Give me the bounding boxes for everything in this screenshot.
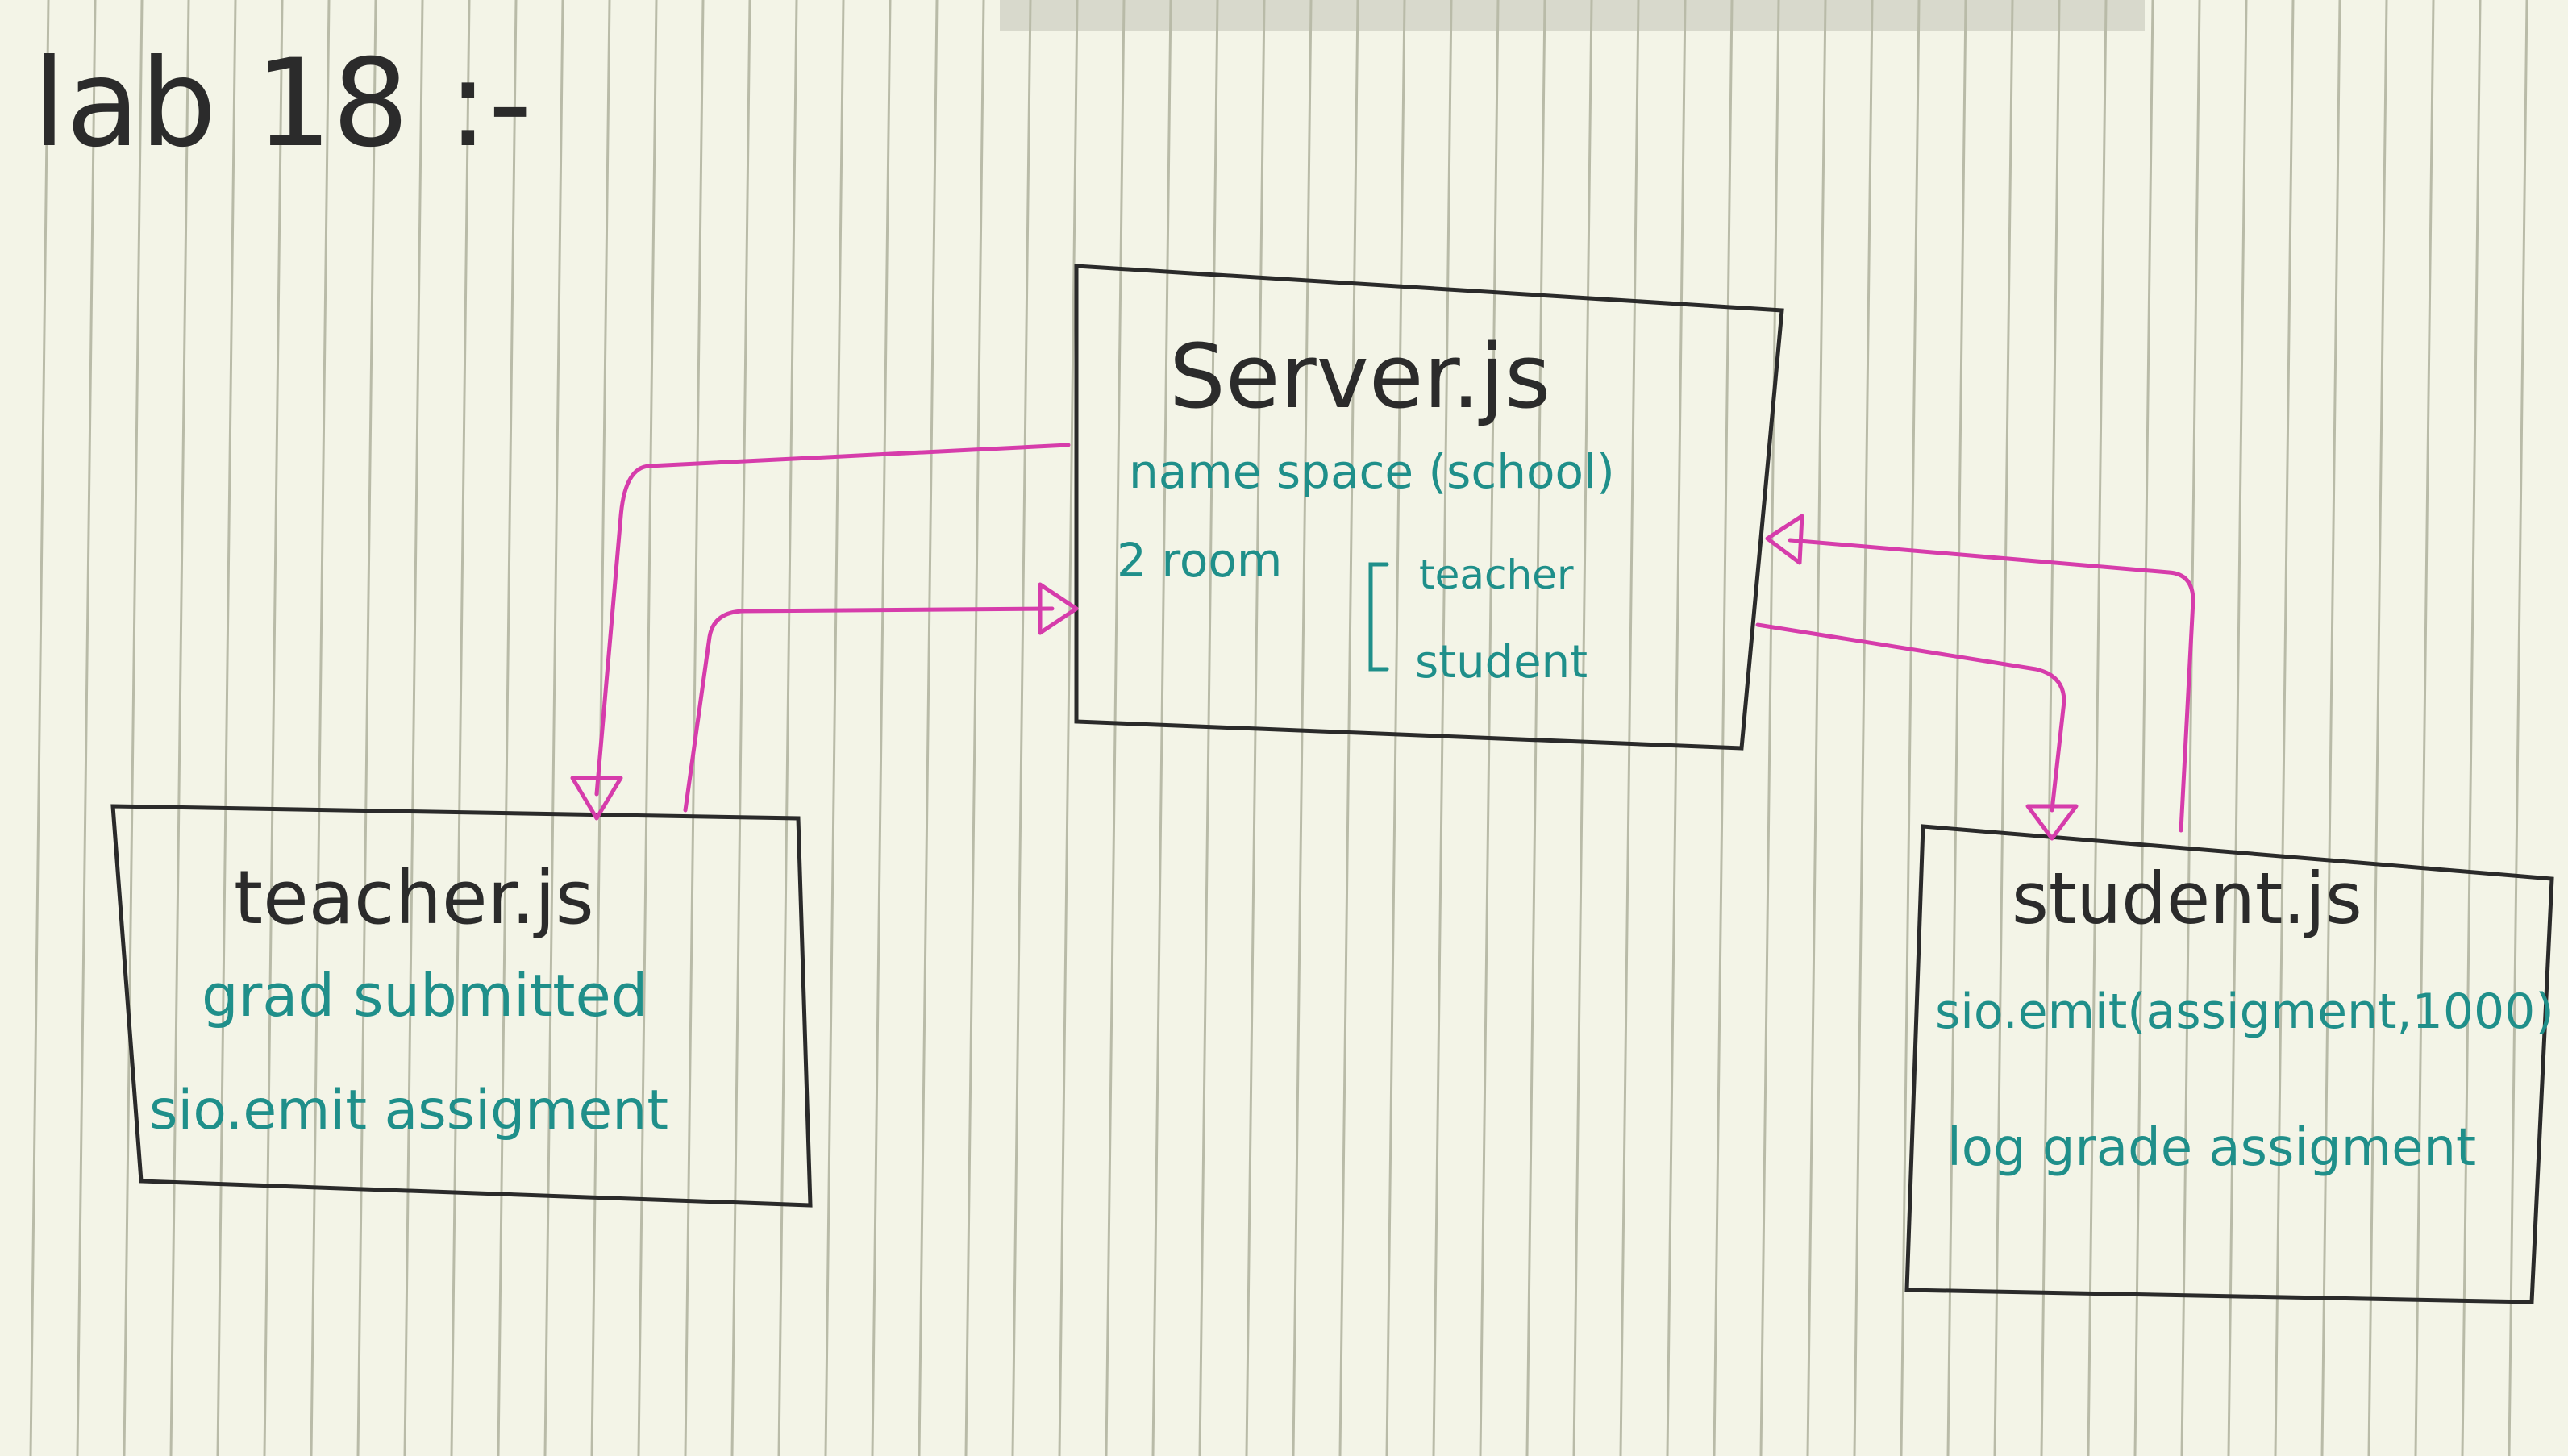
- ruled-line: [2227, 0, 2248, 1456]
- server-node: Server.js name space (school) 2 room tea…: [1074, 264, 1784, 751]
- ruled-line: [1993, 0, 2014, 1456]
- ruled-line: [1432, 0, 1453, 1456]
- rooms-bracket: [1368, 562, 1389, 672]
- ruled-line: [1338, 0, 1359, 1456]
- ruled-line: [684, 0, 705, 1456]
- server-box: [1074, 264, 1784, 751]
- arrow-teacher-to-server: [683, 606, 1055, 813]
- ruled-line: [1105, 0, 1126, 1456]
- server-room-student: student: [1415, 636, 1588, 688]
- ruled-line: [450, 0, 471, 1456]
- page-title: lab 18 :-: [32, 34, 532, 174]
- ruled-line: [1713, 0, 1734, 1456]
- ruled-line: [1946, 0, 1967, 1456]
- arrow-server-to-student: [1755, 622, 2066, 813]
- ruled-line: [497, 0, 518, 1456]
- ruled-line: [1759, 0, 1780, 1456]
- ruled-line: [2508, 0, 2528, 1456]
- ruled-line: [1058, 0, 1079, 1456]
- ruled-line: [1853, 0, 1874, 1456]
- arrow-server-to-teacher: [594, 443, 1071, 797]
- ruled-line: [169, 0, 190, 1456]
- ruled-line: [964, 0, 985, 1456]
- arrow-server-to-teacher-head: [570, 776, 623, 821]
- ruled-line: [76, 0, 97, 1456]
- connections: [570, 443, 2195, 841]
- ruled-line: [403, 0, 424, 1456]
- teacher-title: teacher.js: [234, 855, 594, 941]
- server-rooms-label: 2 room: [1117, 533, 1282, 588]
- arrow-student-to-server-head: [1765, 514, 1804, 565]
- student-node: student.js sio.emit(assigment,1000) log …: [1904, 824, 2554, 1304]
- ruled-line: [777, 0, 798, 1456]
- ruled-line: [1806, 0, 1827, 1456]
- ruled-line: [730, 0, 751, 1456]
- teacher-node: teacher.js grad submitted sio.emit assig…: [110, 804, 813, 1208]
- ruled-line: [2274, 0, 2295, 1456]
- ruled-line: [918, 0, 939, 1456]
- student-box: [1904, 824, 2554, 1304]
- ruled-line: [2040, 0, 2061, 1456]
- arrow-teacher-to-server-head: [1038, 582, 1079, 635]
- arrow-student-to-server: [1788, 538, 2195, 833]
- ruled-line: [1900, 0, 1921, 1456]
- ruled-line: [356, 0, 377, 1456]
- ruled-line: [123, 0, 144, 1456]
- ruled-line: [1011, 0, 1032, 1456]
- ruled-line: [2133, 0, 2154, 1456]
- ruled-line: [1479, 0, 1500, 1456]
- teacher-line-2: sio.emit assigment: [149, 1079, 668, 1142]
- ruled-line: [871, 0, 892, 1456]
- ruled-line: [543, 0, 564, 1456]
- teacher-line-1: grad submitted: [202, 962, 647, 1030]
- ruled-line: [637, 0, 658, 1456]
- ruled-line: [2180, 0, 2201, 1456]
- ruled-line: [1151, 0, 1172, 1456]
- arrow-server-to-student-head: [2025, 804, 2079, 841]
- ruled-line: [2087, 0, 2108, 1456]
- server-namespace: name space (school): [1129, 444, 1615, 499]
- ruled-line: [216, 0, 237, 1456]
- server-room-teacher: teacher: [1419, 551, 1574, 598]
- ruled-line: [263, 0, 284, 1456]
- ruled-line: [2320, 0, 2341, 1456]
- student-line-2: log grade assigment: [1947, 1118, 2476, 1178]
- ruled-line: [1666, 0, 1687, 1456]
- student-line-1: sio.emit(assigment,1000): [1935, 984, 2554, 1040]
- server-title: Server.js: [1169, 325, 1550, 428]
- ruled-lines: [29, 0, 2528, 1456]
- ruled-line: [1385, 0, 1406, 1456]
- ruled-line: [824, 0, 845, 1456]
- ruled-line: [29, 0, 50, 1456]
- ruled-line: [1619, 0, 1640, 1456]
- ruled-line: [1572, 0, 1593, 1456]
- page-edge: [1000, 0, 2145, 31]
- ruled-line: [2414, 0, 2435, 1456]
- ruled-line: [310, 0, 331, 1456]
- student-title: student.js: [2012, 857, 2362, 940]
- ruled-line: [2367, 0, 2388, 1456]
- ruled-line: [1525, 0, 1546, 1456]
- ruled-line: [1292, 0, 1313, 1456]
- ruled-line: [2461, 0, 2482, 1456]
- teacher-box: [110, 804, 813, 1208]
